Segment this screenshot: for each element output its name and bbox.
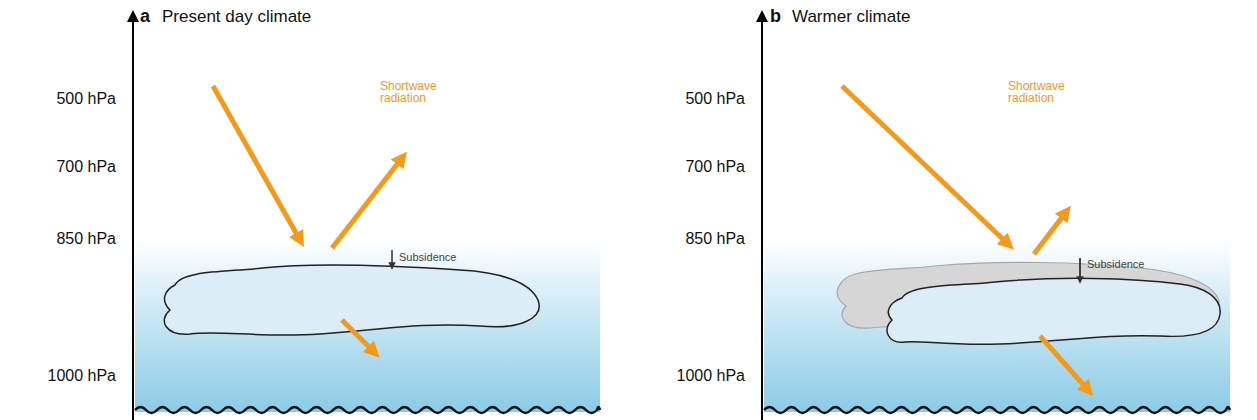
pressure-axis [132, 16, 134, 420]
pressure-level: 700 hPa [645, 158, 745, 176]
pressure-level: 1000 hPa [645, 367, 745, 385]
boundary-layer [764, 240, 1230, 412]
ocean-surface [764, 407, 1230, 413]
boundary-layer [135, 240, 600, 412]
radiation-label: Shortwave radiation [380, 80, 444, 104]
ocean-surface [135, 407, 600, 413]
panel-letter: a [140, 6, 150, 27]
cloud [164, 265, 539, 335]
pressure-level: 500 hPa [645, 90, 745, 108]
panel-letter: b [770, 6, 781, 27]
subsidence-arrow [391, 250, 393, 266]
transmitted-arrow [1040, 336, 1088, 390]
incoming-arrow [842, 86, 1008, 244]
incoming-arrow [213, 86, 300, 240]
cloud [887, 278, 1220, 344]
subsidence-arrow [1079, 258, 1081, 280]
reflected-arrow [332, 158, 402, 248]
subsidence-label: Subsidence [399, 251, 457, 263]
pressure-level: 500 hPa [16, 90, 116, 108]
pressure-level: 700 hPa [16, 158, 116, 176]
pressure-level: 850 hPa [16, 230, 116, 248]
pressure-axis [761, 16, 763, 420]
pressure-level: 850 hPa [645, 230, 745, 248]
panel-title: Present day climate [162, 7, 311, 27]
pressure-level: 1000 hPa [16, 367, 116, 385]
transmitted-arrow [342, 320, 374, 352]
reflected-arrow [1034, 212, 1066, 254]
panel-title: Warmer climate [792, 7, 910, 27]
radiation-label: Shortwave radiation [1008, 80, 1072, 104]
subsidence-label: Subsidence [1087, 258, 1145, 270]
